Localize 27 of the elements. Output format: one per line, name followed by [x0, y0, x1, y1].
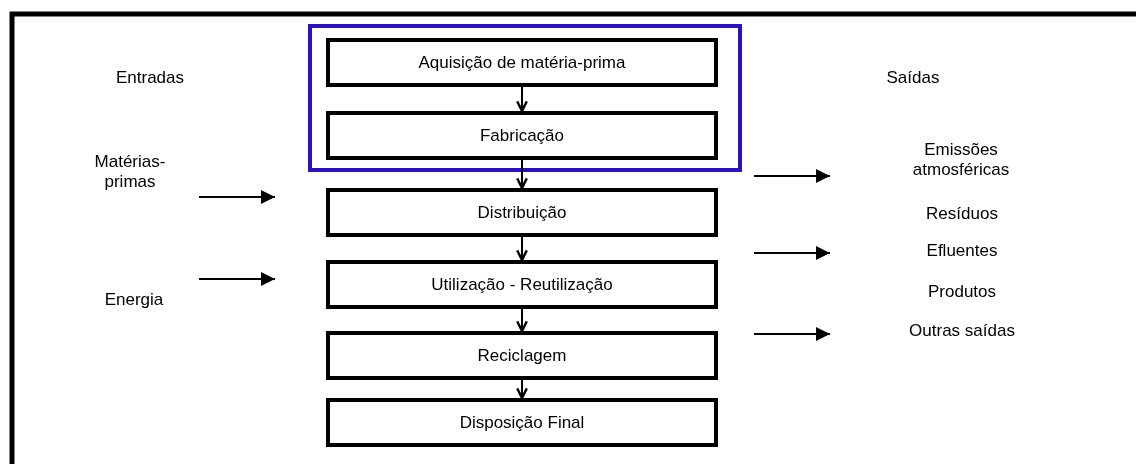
step-label: Distribuição [477, 202, 567, 223]
group-frame [308, 24, 742, 172]
column-heading: Saídas [885, 68, 941, 88]
arrow [516, 308, 528, 333]
step-label: Disposição Final [459, 412, 585, 433]
arrow [516, 379, 528, 400]
flow-label: Outras saídas [908, 321, 1016, 341]
process-box [326, 331, 718, 380]
column-heading: Entradas [114, 68, 185, 88]
process-box [326, 188, 718, 237]
arrow [516, 159, 528, 190]
flow-label: Efluentes [925, 241, 999, 261]
flow-label: Produtos [926, 282, 997, 302]
arrow [516, 236, 528, 262]
arrow [516, 86, 528, 113]
step-label: Aquisição de matéria-prima [418, 52, 626, 73]
flow-label: Resíduos [925, 204, 999, 224]
process-box [326, 111, 718, 160]
flow-label: Energia [103, 290, 165, 310]
process-box [326, 260, 718, 309]
step-label: Utilização - Reutilização [431, 274, 613, 295]
flow-label: Emissões atmosféricas [911, 140, 1011, 180]
step-label: Reciclagem [477, 345, 567, 366]
step-label: Fabricação [479, 125, 565, 146]
flow-label: Matérias-primas [93, 152, 167, 192]
process-box [326, 38, 718, 87]
process-box [326, 398, 718, 447]
